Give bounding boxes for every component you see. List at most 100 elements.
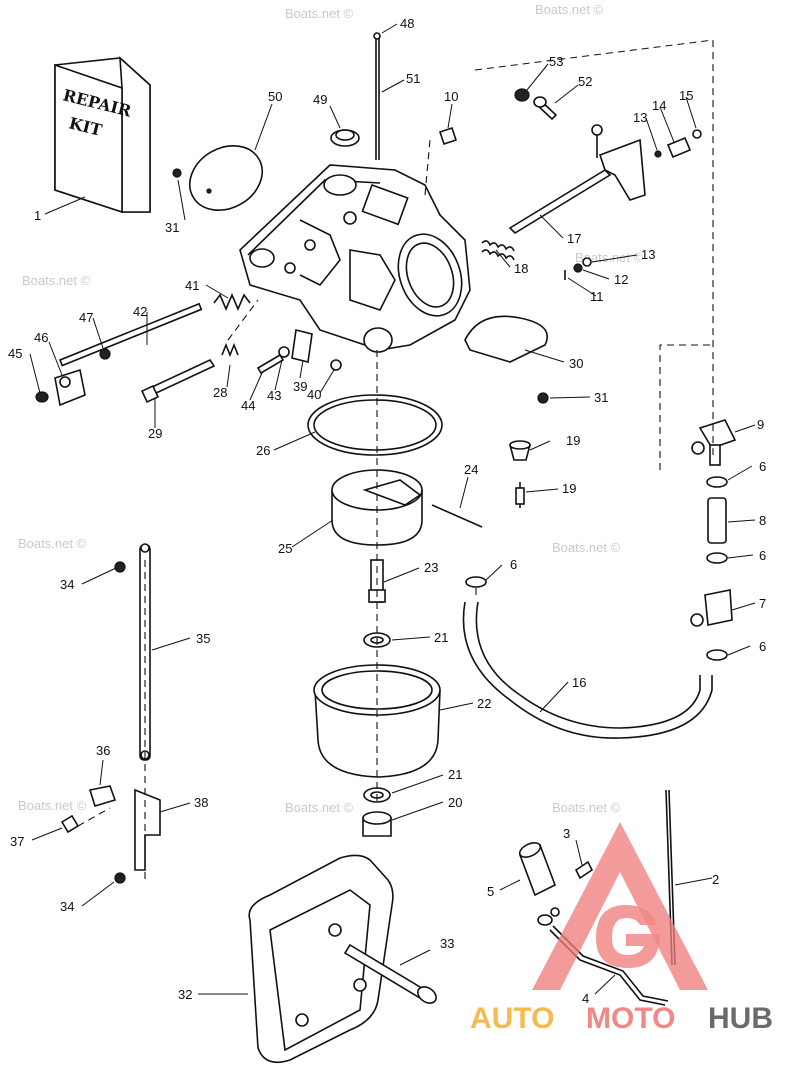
callout-48: 48 [400, 16, 414, 31]
callout-23: 23 [424, 560, 438, 575]
linkage-parts [564, 129, 702, 280]
callout-25: 25 [278, 541, 292, 556]
callout-41: 41 [185, 278, 199, 293]
callout-44: 44 [241, 398, 255, 413]
callout-3: 3 [563, 826, 570, 841]
callout-19: 19 [566, 433, 580, 448]
logo-triangle-mark [532, 822, 708, 990]
callout-34: 34 [60, 577, 74, 592]
callout-38: 38 [194, 795, 208, 810]
callout-5: 5 [487, 884, 494, 899]
watermark: Boats.net © [22, 273, 91, 288]
callout-37: 37 [10, 834, 24, 849]
callout-8: 8 [759, 513, 766, 528]
callout-24: 24 [464, 462, 478, 477]
callout-51: 51 [406, 71, 420, 86]
callout-2: 2 [712, 872, 719, 887]
drain-plug [362, 811, 392, 837]
clip [438, 126, 458, 146]
cap-ring [330, 129, 360, 147]
callout-45: 45 [8, 346, 22, 361]
callout-6: 6 [759, 639, 766, 654]
watermark: Boats.net © [552, 540, 621, 555]
logo-g-letter [596, 905, 660, 968]
fuel-fittings [465, 419, 737, 661]
long-rod [373, 32, 381, 160]
callout-32: 32 [178, 987, 192, 1002]
watermark: Boats.net © [552, 800, 621, 815]
callout-12: 12 [614, 272, 628, 287]
callout-31: 31 [594, 390, 608, 405]
watermark: Boats.net © [285, 800, 354, 815]
callout-14: 14 [652, 98, 666, 113]
float [331, 469, 423, 546]
bracket-parts [60, 561, 161, 884]
callout-15: 15 [679, 88, 693, 103]
callout-10: 10 [444, 89, 458, 104]
callout-18: 18 [514, 261, 528, 276]
callout-16: 16 [572, 675, 586, 690]
callout-40: 40 [307, 387, 321, 402]
callout-33: 33 [440, 936, 454, 951]
watermark: Boats.net © [18, 536, 87, 551]
spring-18 [481, 240, 515, 261]
carburetor-body [239, 164, 471, 353]
callout-13: 13 [633, 110, 647, 125]
small-parts-left [221, 329, 342, 375]
callout-17: 17 [567, 231, 581, 246]
callout-labels: 1 2 3 4 5 6 6 6 6 7 8 9 10 11 12 13 13 1… [8, 16, 766, 1006]
screws-31 [172, 168, 549, 404]
callout-1: 1 [34, 208, 41, 223]
screws-top [514, 88, 558, 121]
callout-52: 52 [578, 74, 592, 89]
callout-53: 53 [549, 54, 563, 69]
gasket [307, 394, 443, 456]
callout-4: 4 [582, 991, 589, 1006]
callout-47: 47 [79, 310, 93, 325]
logo-hub-text: HUB [708, 1002, 773, 1035]
callout-42: 42 [133, 304, 147, 319]
throttle-shaft [508, 124, 646, 235]
callout-19: 19 [562, 481, 576, 496]
callout-11: 11 [590, 289, 604, 304]
silencer-cover [248, 854, 394, 1064]
callout-9: 9 [757, 417, 764, 432]
needle-valve [508, 440, 532, 508]
callout-21: 21 [448, 767, 462, 782]
flap-30 [464, 315, 548, 363]
automotohub-logo: AUTO MOTO HUB [470, 822, 773, 1035]
callout-39: 39 [293, 379, 307, 394]
callout-46: 46 [34, 330, 48, 345]
watermark: Boats.net © [575, 250, 644, 265]
callout-26: 26 [256, 443, 270, 458]
link-rod [139, 543, 151, 761]
callout-20: 20 [448, 795, 462, 810]
repair-kit-box: REPAIR KIT [54, 56, 151, 214]
logo-moto-text: MOTO [586, 1002, 675, 1035]
watermark: Boats.net © [535, 2, 604, 17]
callout-49: 49 [313, 92, 327, 107]
callout-13: 13 [641, 247, 655, 262]
choke-linkage [35, 292, 251, 407]
fuel-hose [462, 601, 713, 739]
callout-6: 6 [510, 557, 517, 572]
callout-21: 21 [434, 630, 448, 645]
diaphragm [189, 145, 263, 211]
callout-7: 7 [759, 596, 766, 611]
watermark: Boats.net © [285, 6, 354, 21]
callout-30: 30 [569, 356, 583, 371]
callout-31: 31 [165, 220, 179, 235]
callout-36: 36 [96, 743, 110, 758]
leader-lines [29, 23, 756, 995]
mixture-screw [140, 358, 216, 404]
alignment-lines [77, 39, 714, 880]
callout-6: 6 [759, 548, 766, 563]
callout-29: 29 [148, 426, 162, 441]
watermark: Boats.net © [18, 798, 87, 813]
cover-screw [343, 943, 437, 1004]
callout-35: 35 [196, 631, 210, 646]
callout-43: 43 [267, 388, 281, 403]
callout-6: 6 [759, 459, 766, 474]
float-pin [431, 504, 483, 528]
